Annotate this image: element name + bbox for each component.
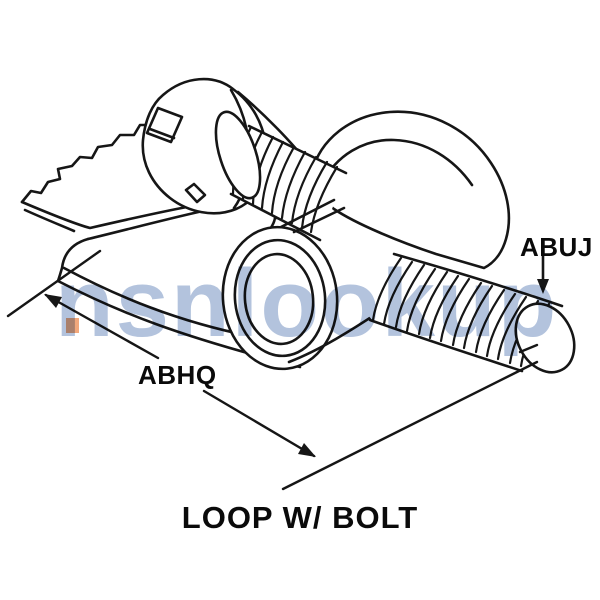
bolt-tip-slash — [520, 345, 537, 352]
clamp-strap — [22, 92, 310, 367]
upper-threads-fill — [231, 126, 346, 240]
loop-ring-top-band-2 — [294, 208, 344, 232]
loop-ring-inner — [240, 251, 317, 348]
bolt-shank — [365, 252, 579, 375]
bolt-shank-bottom-edge — [370, 320, 522, 371]
callout-label-abhq: ABHQ — [138, 360, 217, 390]
dimension-arrowhead-right — [298, 443, 316, 457]
dimension-abhq — [8, 251, 537, 489]
leader-arrowhead-abuj — [537, 279, 549, 294]
upper-threads-bottom-edge — [231, 194, 320, 240]
extension-line-right — [283, 362, 537, 489]
dimension-line-upper — [46, 295, 158, 358]
upper-threads-top-edge — [249, 126, 346, 173]
screw-head-boss — [207, 107, 269, 204]
dimension-line-lower — [204, 391, 314, 456]
rear-roll-band-line — [322, 140, 472, 185]
screwdriver-slot-exit — [186, 184, 205, 202]
rear-roll-outline — [311, 112, 509, 268]
bolt-shank-top-edge — [394, 254, 562, 306]
strap-lower-run-top — [64, 268, 250, 336]
dimension-arrowhead-left — [44, 294, 62, 308]
loop-rear-roll — [311, 112, 509, 268]
strap-tip-underside — [25, 210, 74, 231]
strap-fold-cap — [58, 239, 88, 281]
extension-line-left — [8, 251, 100, 316]
loop-ring-top-band-1 — [281, 200, 334, 227]
screwdriver-slot-depth-line — [150, 129, 174, 138]
figure-caption: LOOP W/ BOLT — [181, 500, 419, 535]
loop-ring — [216, 200, 382, 375]
callout-label-abuj: ABUJ — [520, 232, 593, 262]
screwdriver-slot-icon — [147, 108, 182, 142]
leader-abuj — [537, 256, 549, 294]
